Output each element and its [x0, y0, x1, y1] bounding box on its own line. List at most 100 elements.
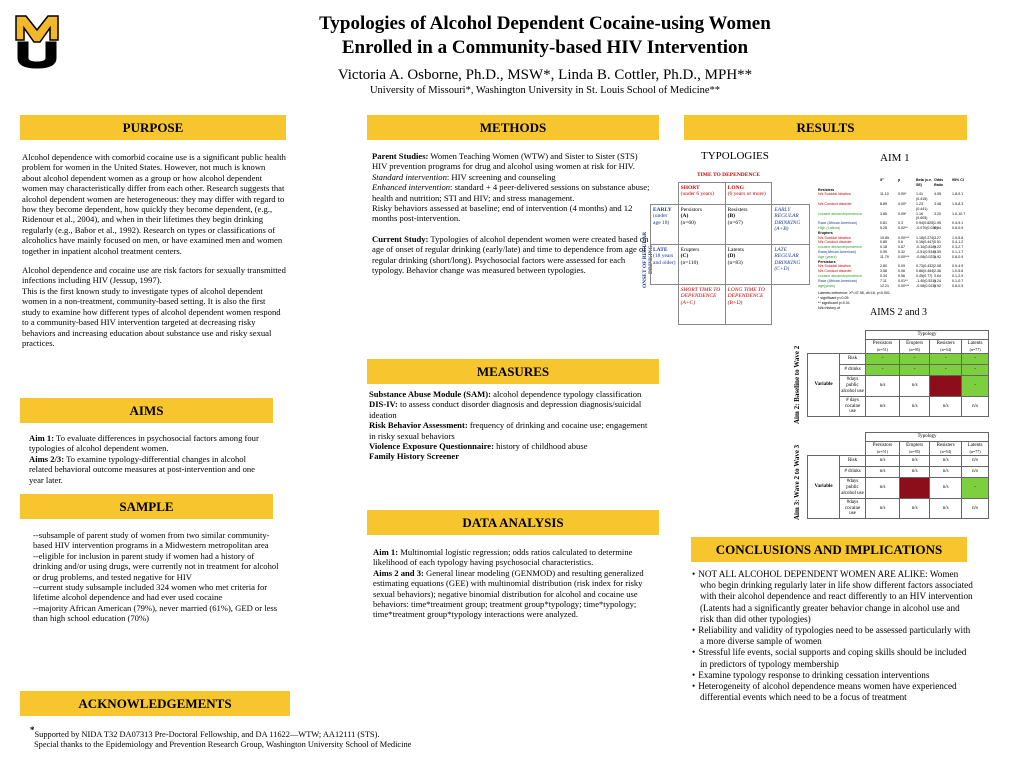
aim1-cell: 0.16(0.447) — [916, 240, 935, 245]
current-study-label: Current Study: — [372, 233, 429, 244]
table-cell: - — [899, 353, 931, 366]
sample-body: --subsample of parent study of women fro… — [33, 530, 281, 624]
table-cell: n/s — [865, 455, 901, 468]
authors: Victoria A. Osborne, Ph.D., MSW*, Linda … — [337, 67, 753, 83]
dis-label: DIS-IV: — [369, 399, 398, 410]
aim1-cell: 0.99 — [880, 249, 887, 254]
aim1-cell: 0.00*** — [898, 283, 910, 288]
table-cell: n/s — [929, 455, 963, 468]
aim23-label: Aims 2/3: — [29, 453, 65, 464]
aim1-cell: 0.59 — [934, 249, 941, 254]
section-acknowledgements-header: ACKNOWLEDGEMENTS — [20, 691, 290, 716]
sam-label: Substance Abuse Module (SAM): — [369, 389, 491, 399]
aim3-side-label: Aim 3: Wave 2 to Wave 3 — [793, 444, 801, 521]
aim1-cell: Race (African American) — [818, 278, 857, 283]
typology-col-header: Latents(n=77) — [961, 440, 989, 457]
risky-text: Risky behaviors assessed at baseline; en… — [372, 203, 633, 224]
sample-item: --eligible for inclusion in parent study… — [33, 550, 279, 582]
section-results-header: RESULTS — [684, 115, 967, 140]
aim1-cell: 1.18(0.274) — [916, 235, 935, 240]
ack-star: * — [30, 725, 35, 735]
title-line-2: Enrolled in a Community-based HIV Interv… — [341, 37, 749, 58]
ack-line-2: Special thanks to the Epidemiology and P… — [34, 739, 412, 749]
conclusion-item: Reliability and validity of typologies n… — [690, 625, 975, 647]
acknowledgements-body: *Supported by NIDA T32 DA07313 Pre-Docto… — [30, 725, 630, 750]
typology-col-header: Resisters(n=54) — [929, 338, 963, 355]
aim1-cell: Race (African American) — [818, 221, 857, 226]
section-conclusions-header: CONCLUSIONS AND IMPLICATIONS — [691, 537, 967, 562]
table-cell: - — [929, 364, 963, 377]
late-rd-label: LATE REGULAR DRINKING — [774, 247, 801, 266]
aim1-cell: 0.8-0.9 — [952, 283, 964, 288]
aim1-cell: 0.02** — [898, 225, 908, 230]
aim1-cell: 0.1-2.9 — [952, 273, 964, 278]
table-cell: n/s — [899, 375, 931, 397]
table-cell: n/s — [865, 395, 901, 418]
veq-label: Violence Exposure Questionnaire: — [369, 441, 494, 452]
table-cell: - — [961, 477, 989, 499]
fhs-label: Family History Screener — [369, 451, 460, 462]
aim1-cell: 0.05* — [898, 211, 907, 216]
aim1-cell: -0.08(0.023) — [916, 283, 936, 288]
aim1-cell: Odds Ratio — [934, 178, 944, 187]
aim1-cell: 0.45(0.77) — [916, 273, 933, 278]
aim1-cell: 0.64 — [934, 273, 941, 278]
aim1-cell: Resisters — [818, 187, 835, 192]
table-cell: n/s — [865, 375, 901, 397]
aim1-cell: 0.86(0.454) — [916, 269, 935, 274]
aim1-cell: 1.95 — [934, 221, 941, 226]
aim1-cell: Persistors — [818, 259, 836, 264]
early-label: EARLY — [653, 207, 672, 213]
aim1-cell: N/s Suicidal Ideation — [818, 264, 851, 269]
typology-col-header: Erupters(n=95) — [899, 338, 931, 355]
resisters-label: Resisters — [727, 207, 748, 213]
time-to-dependence-label: TIME TO DEPENDENCE — [697, 172, 761, 178]
typology-header: Typology — [865, 330, 989, 340]
early-rd-label: EARLY REGULAR DRINKING — [774, 207, 801, 226]
typology-grid: SHORT(under 6 years) LONG(6 years or mor… — [650, 182, 810, 350]
table-cell: - — [961, 353, 989, 366]
resisters-n: (n=67) — [727, 219, 743, 226]
row-label: # drinks — [839, 466, 867, 479]
aim1-cell: 0.8-0.9 — [952, 254, 964, 259]
section-sample-header: SAMPLE — [20, 494, 273, 519]
typologies-title: TYPOLOGIES — [701, 150, 769, 162]
table-cell: n/s — [899, 395, 931, 418]
aim1-cell: 0.3 — [898, 221, 903, 226]
sample-item: --majority African American (79%), never… — [33, 602, 278, 624]
aim1-cell: 0.67 — [898, 245, 905, 250]
aim1-cell: 0.8-0.9 — [952, 225, 964, 230]
table-cell: n/s — [961, 497, 989, 520]
measures-body: Substance Abuse Module (SAM): alcohol de… — [369, 389, 654, 462]
row-label: # days cocaine use — [839, 395, 867, 418]
aim1-cell: 0.6 — [898, 240, 903, 245]
aim1-cell: 11.10 — [880, 192, 889, 197]
aim1-cell: 0.81 — [880, 221, 887, 226]
aim1-title: AIM 1 — [880, 152, 910, 164]
table-cell: - — [865, 364, 901, 377]
aim1-text: To evaluate differences in psychosocial … — [29, 433, 259, 454]
resisters-code: (B) — [727, 213, 736, 220]
aim1-cell: 19.85 — [880, 235, 889, 240]
aim1-cell: 1.0-10.7 — [952, 211, 966, 216]
aim1-cell: 0.92 — [934, 283, 941, 288]
aim1-cell: 0.1-1.7 — [952, 249, 964, 254]
parent-studies-text: Women Teaching Women (WTW) and Sister to… — [372, 151, 638, 172]
dis-text: to assess conduct disorder diagnosis and… — [369, 399, 642, 420]
aim1-cell: -0.070(0.030) — [916, 225, 938, 230]
aim1-cell: 1.5-8.3 — [952, 201, 964, 206]
